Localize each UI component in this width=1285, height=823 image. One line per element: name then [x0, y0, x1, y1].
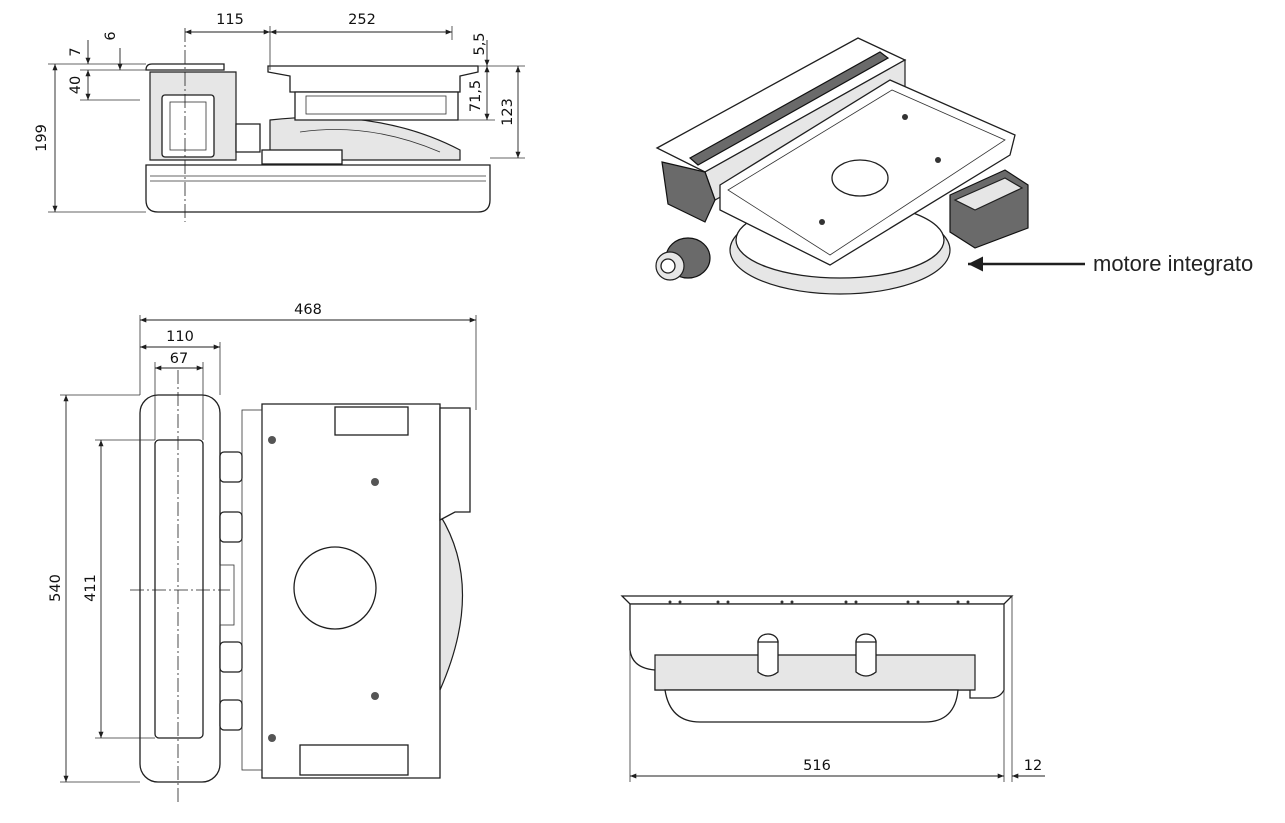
leg-right	[855, 633, 877, 677]
dim-5-5: 5,5	[472, 32, 488, 55]
dim-123: 123	[500, 98, 516, 126]
dim-540: 540	[48, 574, 64, 602]
dim-110: 110	[166, 329, 194, 345]
dim-252: 252	[348, 12, 376, 28]
dim-411: 411	[83, 574, 99, 602]
dim-468: 468	[294, 302, 322, 318]
dim-71-5: 71,5	[468, 80, 484, 112]
dim-115: 115	[216, 12, 244, 28]
dim-7: 7	[68, 47, 84, 56]
callout-label: motore integrato	[1093, 251, 1253, 276]
dim-40: 40	[68, 76, 84, 94]
isometric-view: motore integrato	[655, 37, 1253, 295]
dim-199: 199	[34, 124, 50, 152]
dim-12: 12	[1024, 758, 1042, 774]
dim-6: 6	[103, 31, 119, 40]
dim-516: 516	[803, 758, 831, 774]
connector-icon	[655, 237, 711, 281]
side-view: 115 252 7 6 40 199 5,5 71,5 123	[34, 12, 525, 222]
front-view: 516 12	[620, 595, 1045, 782]
dim-67: 67	[170, 351, 188, 367]
leg-left	[757, 633, 779, 677]
plan-view: 468 110 67 540 411	[48, 302, 477, 805]
